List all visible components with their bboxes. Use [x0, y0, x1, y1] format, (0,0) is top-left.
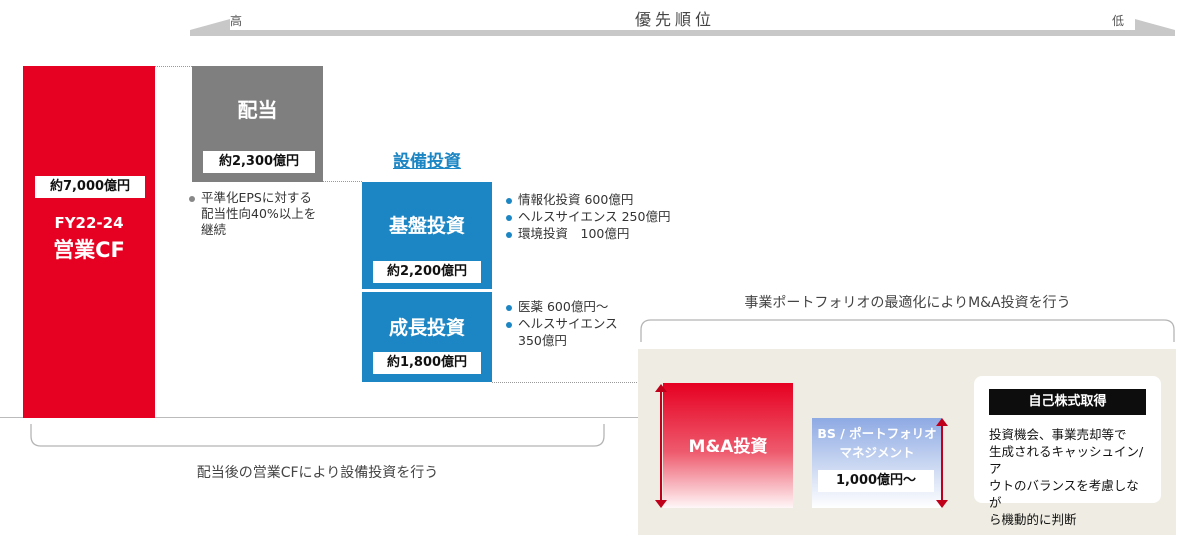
buyback-title: 自己株式取得 [989, 389, 1146, 415]
capex-title: 設備投資 [393, 152, 461, 172]
list-item: 350億円 [518, 333, 567, 348]
bs-portfolio-title-line: BS / ポートフォリオ [817, 426, 937, 441]
ma-range-arrow-icon [655, 384, 667, 508]
growth-investment-title: 成長投資 [388, 317, 465, 339]
base-investment-amount: 約2,200億円 [373, 261, 481, 283]
bullet-dot-icon [506, 214, 512, 221]
portfolio-caption: 事業ポートフォリオの最適化によりM&A投資を行う [744, 295, 1071, 311]
dividend-note-line: 配当性向40%以上を [201, 206, 317, 221]
bottom-left-caption: 配当後の営業CFにより設備投資を行う [196, 465, 439, 481]
dividend-amount: 約2,300億円 [203, 151, 315, 173]
connector-capex-ma [492, 382, 663, 383]
ma-investment-box [663, 383, 793, 508]
operating-cf-amount: 約7,000億円 [35, 176, 145, 198]
ma-investment-title: M&A投資 [688, 437, 768, 457]
list-item: 環境投資 100億円 [506, 225, 670, 242]
buyback-text-line: ウトのバランスを考慮しなが [989, 478, 1139, 510]
portfolio-brace [640, 319, 1175, 342]
bs-portfolio-title-line: マネジメント [839, 445, 915, 460]
bs-portfolio-amount: 1,000億円〜 [818, 470, 934, 492]
bullet-dot-icon [189, 195, 195, 202]
bullet-dot-icon [506, 231, 512, 238]
base-investment-bullets: 情報化投資 600億円 ヘルスサイエンス 250億円 環境投資 100億円 [506, 191, 670, 242]
bs-portfolio-box [812, 418, 942, 508]
list-item: ヘルスサイエンス [506, 315, 618, 332]
priority-high-label: 高 [230, 14, 243, 28]
operating-cf-column [23, 66, 155, 418]
priority-arrow [190, 19, 1175, 36]
bullet-dot-icon [506, 197, 512, 204]
dividend-note-line: 継続 [201, 222, 227, 237]
growth-investment-amount: 約1,800億円 [373, 352, 481, 374]
bullet-dot-icon [506, 304, 512, 311]
operating-cf-label: FY22-24 営業CF [23, 214, 155, 264]
bullet-dot-icon [506, 321, 512, 328]
list-item: 医薬 600億円〜 [506, 298, 618, 315]
dividend-note: 平準化EPSに対する 配当性向40%以上を 継続 [189, 190, 339, 238]
buyback-text: 投資機会、事業売却等で 生成されるキャッシュイン/ア ウトのバランスを考慮しなが… [989, 426, 1151, 528]
priority-title: 優先順位 [634, 10, 715, 29]
list-item: ヘルスサイエンス 250億円 [506, 208, 670, 225]
dividend-note-line: 平準化EPSに対する [201, 190, 312, 205]
list-item: 情報化投資 600億円 [506, 191, 670, 208]
baseline [0, 417, 960, 418]
growth-investment-bullets: 医薬 600億円〜 ヘルスサイエンス 350億円 [506, 298, 618, 349]
buyback-text-line: 投資機会、事業売却等で [989, 427, 1127, 442]
operating-cf-period: FY22-24 [54, 214, 124, 232]
connector-dividend-capex [323, 181, 362, 182]
bottom-left-brace [30, 424, 605, 447]
dividend-title: 配当 [237, 98, 278, 122]
buyback-text-line: 生成されるキャッシュイン/ア [989, 444, 1144, 476]
bs-range-arrow-icon [936, 418, 948, 508]
base-investment-title: 基盤投資 [388, 215, 465, 237]
priority-low-label: 低 [1112, 14, 1125, 28]
connector-cf-dividend [155, 66, 192, 67]
operating-cf-title: 営業CF [53, 238, 125, 262]
bs-portfolio-title: BS / ポートフォリオ マネジメント [812, 424, 942, 462]
buyback-text-line: ら機動的に判断 [989, 512, 1077, 527]
